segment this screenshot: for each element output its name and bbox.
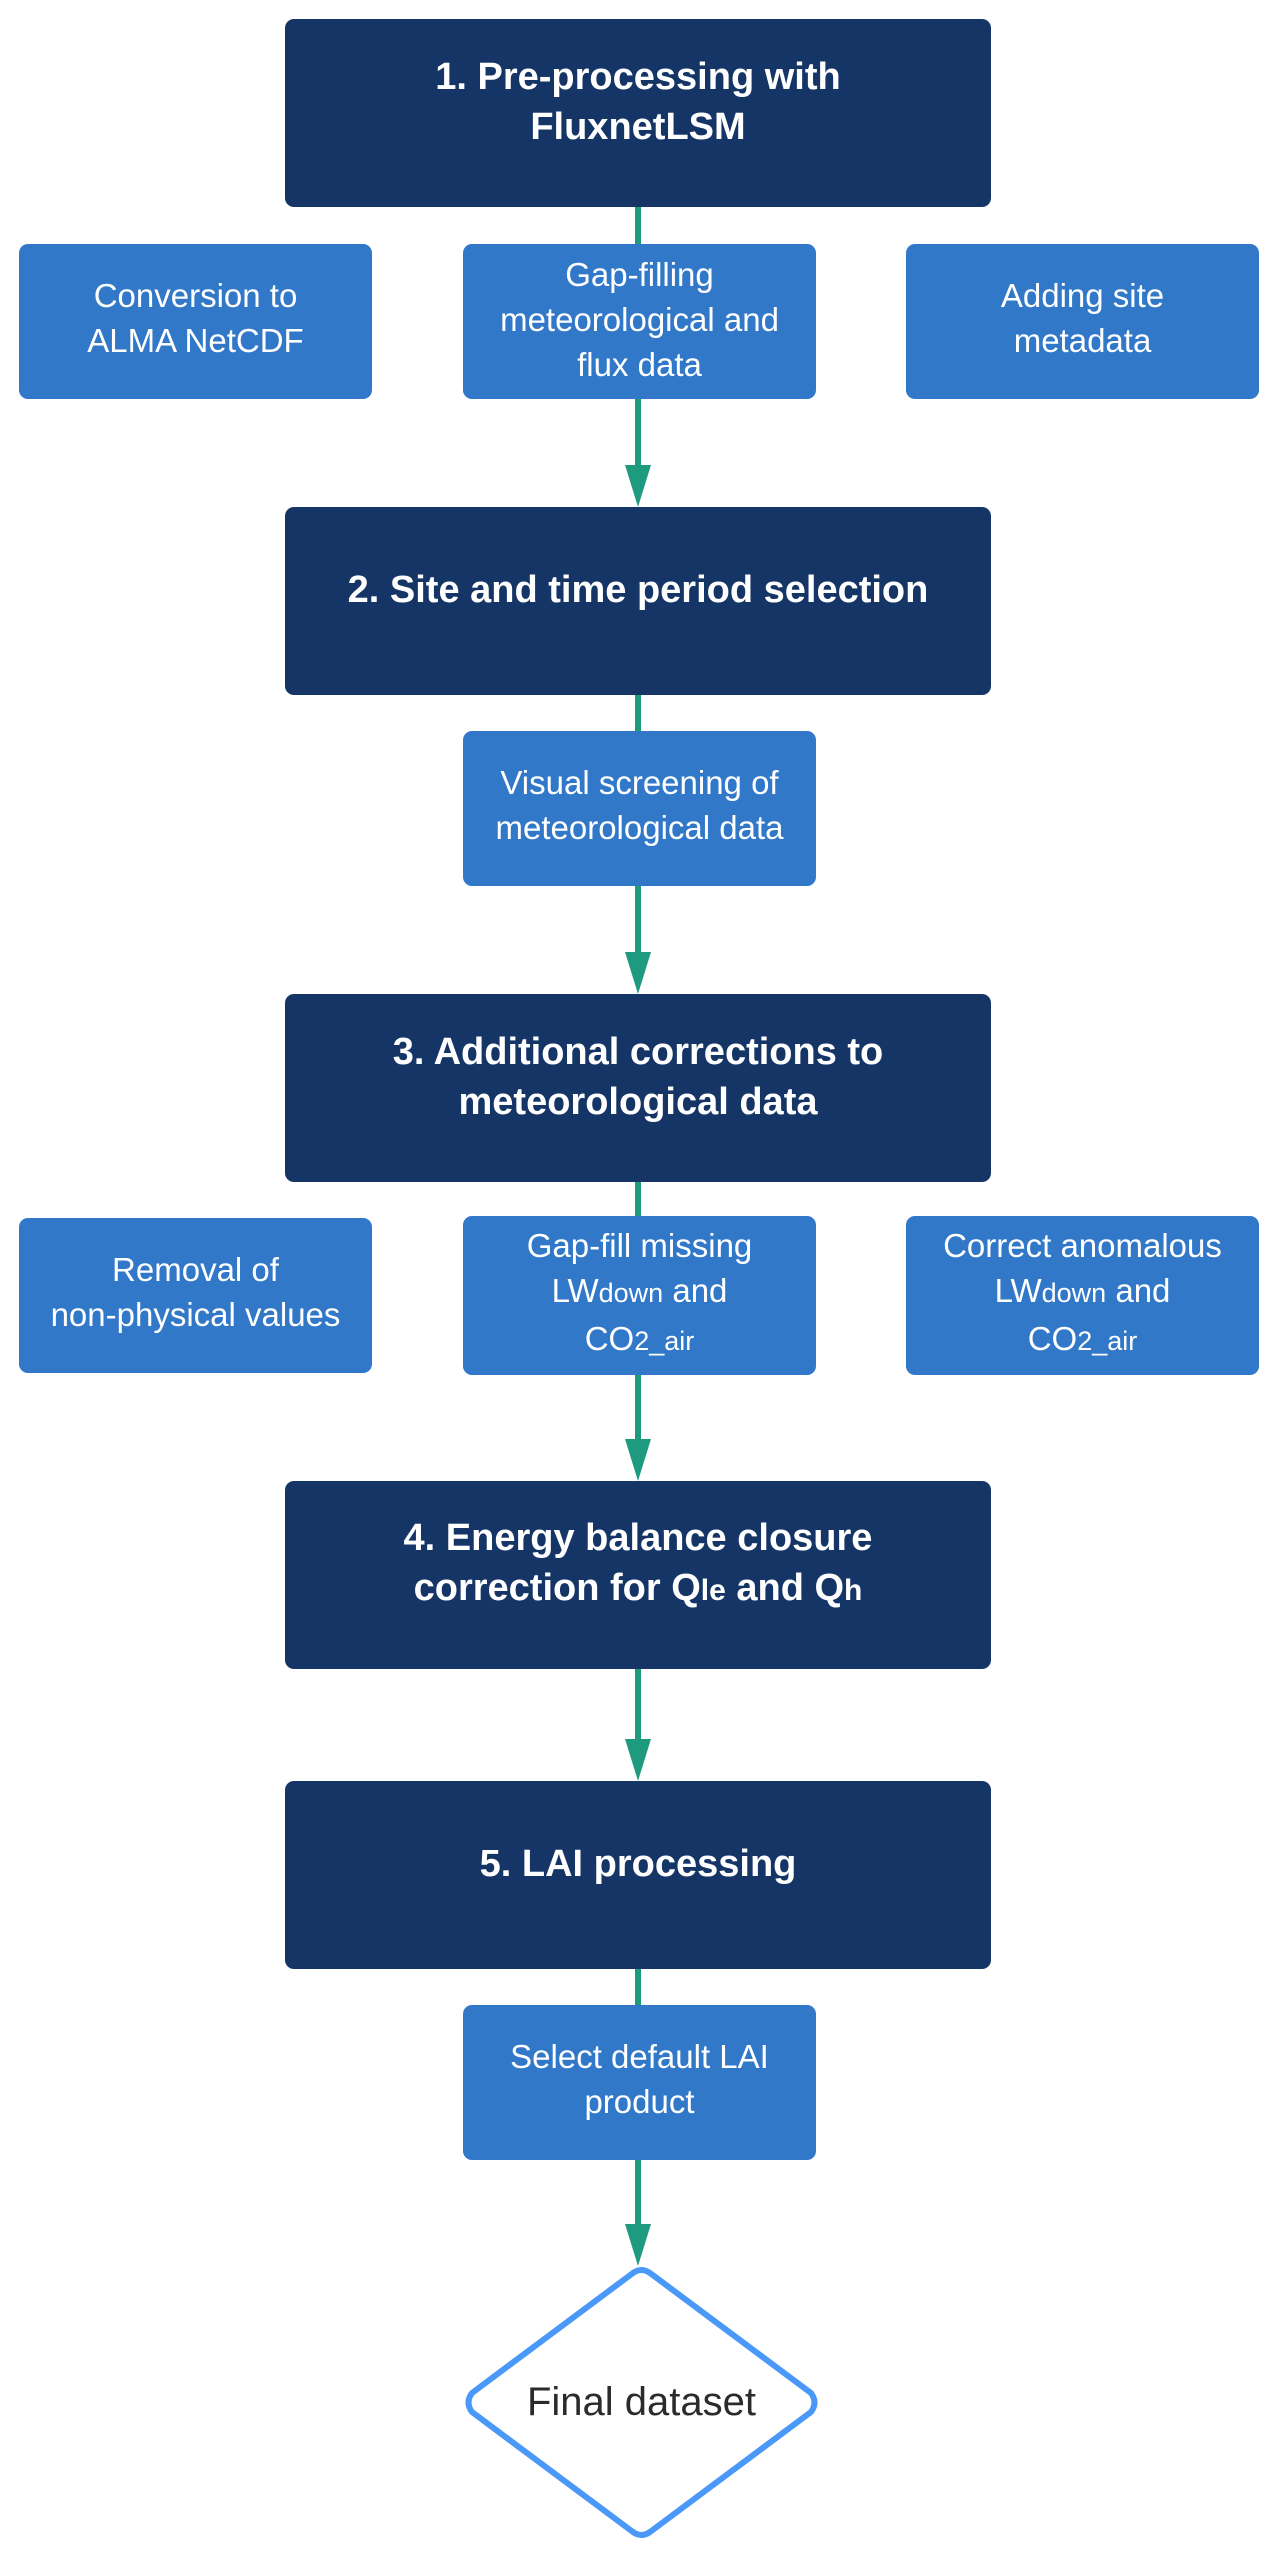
arrowhead-to-step-5 [625, 1739, 651, 1781]
step-2-title: 2. Site and time period selection [347, 569, 929, 611]
substep-text: non-physical values [50, 1295, 341, 1333]
substep-text: Adding site [1000, 276, 1165, 314]
terminal-label: Final dataset [526, 2380, 757, 2424]
step-4-title-line2: correction for Qle and Qh [404, 1563, 873, 1616]
substep-text: Correct anomalous [943, 1227, 1222, 1264]
substep-text: LWdown and [527, 1268, 753, 1316]
connector-3-substeps [635, 1181, 641, 1218]
connector-substep-terminal [635, 2158, 641, 2228]
substep-gap-fill-lwdown-co2: Gap-fill missing LWdown and CO2_air [463, 1216, 816, 1375]
variable-lw: LW [994, 1272, 1042, 1309]
variable-co: CO [584, 1320, 635, 1357]
variable-lw-suffix: down [1041, 1278, 1107, 1308]
substep-text: Removal of [112, 1250, 279, 1288]
substep-text: Gap-filling [565, 256, 714, 293]
substep-text: ALMA NetCDF [87, 321, 304, 359]
step-5-lai-processing: 5. LAI processing [285, 1781, 991, 1969]
substep-removal-non-physical: Removal of non-physical values [19, 1218, 372, 1373]
step-2-site-selection: 2. Site and time period selection [285, 507, 991, 695]
substep-text: CO2_air [943, 1316, 1222, 1364]
connector-1-substeps [635, 207, 641, 247]
connector-substeps-2 [635, 396, 641, 468]
conjunction: and [663, 1272, 728, 1309]
substep-select-lai: Select default LAI product [463, 2005, 816, 2160]
step-1-title-line1: 1. Pre-processing with [435, 56, 841, 98]
substep-conversion-alma: Conversion to ALMA NetCDF [19, 244, 372, 399]
title-part: and Q [725, 1566, 845, 1609]
substep-text: product [584, 2082, 695, 2120]
substep-text: LWdown and [943, 1268, 1222, 1316]
connector-5-substep [635, 1968, 641, 2009]
connector-4-5 [635, 1669, 641, 1741]
variable-co: CO [1027, 1320, 1078, 1357]
step-3-title-line2: meteorological data [458, 1081, 818, 1123]
substep-site-metadata: Adding site metadata [906, 244, 1259, 399]
substep-text: CO2_air [527, 1316, 753, 1364]
diamond-shape [465, 2267, 818, 2538]
step-4-title-line1: 4. Energy balance closure [403, 1516, 873, 1559]
title-suffix-le: le [700, 1573, 726, 1607]
step-3-title-line1: 3. Additional corrections to [392, 1031, 884, 1073]
step-5-title: 5. LAI processing [479, 1843, 797, 1885]
connector-substep-3 [635, 885, 641, 955]
arrowhead-to-step-4 [625, 1439, 651, 1481]
substep-text: meteorological data [495, 808, 784, 846]
substep-text: flux data [577, 346, 702, 383]
variable-lw-suffix: down [598, 1278, 664, 1308]
substep-text: Visual screening of [500, 763, 779, 801]
connector-substeps-4 [635, 1374, 641, 1444]
step-1-preprocessing: 1. Pre-processing with FluxnetLSM [285, 19, 991, 207]
step-1-title-line2: FluxnetLSM [530, 106, 746, 148]
substep-visual-screening: Visual screening of meteorological data [463, 731, 816, 886]
substep-text: meteorological and [500, 301, 779, 338]
variable-co-suffix: 2_air [1077, 1326, 1138, 1356]
step-4-energy-balance: 4. Energy balance closure correction for… [285, 1481, 991, 1669]
variable-lw: LW [551, 1272, 599, 1309]
conjunction: and [1106, 1272, 1171, 1309]
variable-co-suffix: 2_air [634, 1326, 695, 1356]
title-suffix-h: h [844, 1573, 863, 1607]
arrowhead-to-step-3 [625, 952, 651, 994]
substep-text: Conversion to [93, 276, 298, 314]
substep-text: Select default LAI [510, 2037, 769, 2075]
terminal-final-dataset: Final dataset [462, 2266, 821, 2539]
substep-correct-anomalous: Correct anomalous LWdown and CO2_air [906, 1216, 1259, 1375]
arrowhead-to-step-2 [625, 465, 651, 507]
step-3-additional-corrections: 3. Additional corrections to meteorologi… [285, 994, 991, 1182]
connector-2-substep [635, 694, 641, 734]
arrowhead-to-terminal [625, 2224, 651, 2266]
substep-text: Gap-fill missing [526, 1227, 753, 1264]
substep-text: metadata [1013, 321, 1152, 359]
substep-gap-filling: Gap-filling meteorological and flux data [463, 244, 816, 399]
title-part: correction for Q [413, 1566, 701, 1609]
